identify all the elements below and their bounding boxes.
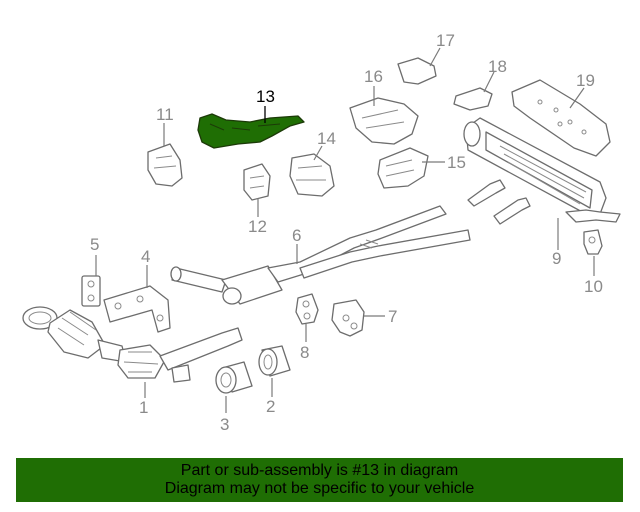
callout-5: 5: [90, 235, 99, 254]
callout-16: 16: [364, 67, 383, 86]
part-4-bracket[interactable]: [103, 285, 171, 333]
leader-lines: [95, 47, 595, 413]
part-13-heat-shield-highlighted[interactable]: [197, 113, 305, 149]
part-19-muffler-heat-shield[interactable]: [511, 79, 611, 157]
callout-9: 9: [552, 249, 561, 268]
part-14-heat-shield[interactable]: [289, 153, 335, 197]
callout-19: 19: [576, 71, 595, 90]
part-8-rubber-hanger[interactable]: [295, 293, 319, 325]
callout-15: 15: [447, 153, 466, 172]
part-6-center-pipe[interactable]: [170, 205, 471, 305]
part-15-heat-shield[interactable]: [377, 147, 429, 189]
callout-13: 13: [256, 87, 275, 106]
banner-line-part-number: Part or sub-assembly is #13 in diagram: [180, 462, 459, 479]
callout-2: 2: [266, 397, 275, 416]
part-3-clamp[interactable]: [215, 361, 253, 394]
banner-line-disclaimer: Diagram may not be specific to your vehi…: [164, 480, 475, 497]
part-5-gasket[interactable]: [81, 275, 101, 307]
part-2-clamp[interactable]: [258, 345, 291, 377]
callout-7: 7: [388, 307, 397, 326]
part-10-hanger[interactable]: [583, 229, 603, 255]
part-11-heat-shield[interactable]: [147, 143, 183, 187]
callout-17: 17: [436, 31, 455, 50]
part-17-heat-shield[interactable]: [397, 57, 437, 85]
callout-11: 11: [156, 105, 174, 124]
part-18-bracket[interactable]: [453, 87, 493, 111]
callout-6: 6: [292, 226, 301, 245]
callout-14: 14: [317, 129, 336, 148]
callout-12: 12: [248, 217, 267, 236]
part-info-banner: Part or sub-assembly is #13 in diagram D…: [16, 458, 623, 502]
callout-4: 4: [141, 247, 150, 266]
callout-labels: 1 2 3 4 5 6 7 8 9 10 11 12 13 14 15 16 1…: [90, 31, 603, 434]
part-16-heat-shield[interactable]: [349, 97, 419, 145]
part-9-muffler[interactable]: [463, 117, 621, 225]
exhaust-parts-diagram: 1 2 3 4 5 6 7 8 9 10 11 12 13 14 15 16 1…: [22, 31, 621, 434]
callout-8: 8: [300, 343, 309, 362]
callout-1: 1: [139, 398, 148, 417]
callout-18: 18: [488, 57, 507, 76]
callout-3: 3: [220, 415, 229, 434]
part-1-front-pipe[interactable]: [22, 306, 243, 383]
part-7-hanger-bracket[interactable]: [331, 299, 365, 337]
callout-10: 10: [584, 277, 603, 296]
part-12-heat-shield[interactable]: [243, 163, 271, 201]
